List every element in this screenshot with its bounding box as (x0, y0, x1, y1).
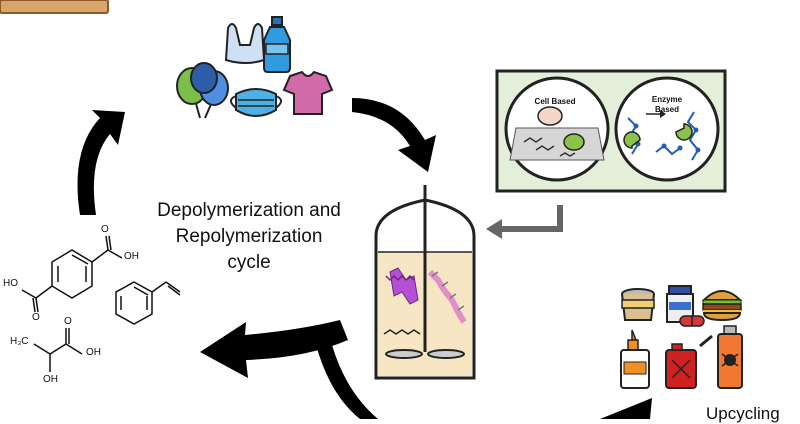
burger-icon (701, 290, 743, 322)
cycle-label-line3: cycle (227, 252, 271, 273)
arrow-to-monomers (200, 320, 348, 378)
lactic-acid-bonds (33, 343, 51, 355)
enzyme-based-circle (614, 76, 720, 182)
spray-can-icon (717, 325, 743, 389)
degradation-panel (495, 69, 727, 193)
arrow-partial-right (600, 398, 652, 419)
cell-based-label: Cell Based (534, 97, 576, 106)
fuel-can-icon (665, 334, 713, 389)
plastic-waste-icons (176, 16, 334, 119)
arrow-to-plastics (77, 110, 125, 215)
cycle-label-line1: Depolymerization and (157, 200, 341, 221)
plastic-bag-icon (224, 23, 266, 64)
terephthalic-oh-label: OH (124, 251, 139, 262)
terephthalic-o-bottom-label: O (32, 312, 40, 323)
enzyme-icon (623, 131, 641, 149)
plastic-bottle-icon (263, 16, 291, 73)
upcycling-label: Upcycling (706, 404, 780, 423)
enzyme-label-line1: Enzyme (651, 95, 683, 104)
terephthalic-ho-label: HO (3, 278, 18, 289)
enzyme-label-line2: Based (654, 105, 679, 114)
arrow-to-reactor (352, 98, 436, 172)
paint-bucket-icon (621, 288, 655, 321)
medicine-icon (666, 285, 705, 327)
upcycled-products (620, 285, 743, 389)
cycle-label-line2: Repolymerization (175, 226, 323, 247)
enzyme-based-label: Enzyme Based (637, 95, 697, 115)
cycle-label: Depolymerization and Repolymerization cy… (138, 198, 360, 276)
face-mask-icon (230, 88, 282, 117)
bioreactor-icon (374, 185, 476, 380)
glue-bottle-icon (620, 329, 650, 389)
cell-icon (537, 106, 563, 126)
cycle-arrows (77, 98, 652, 419)
lactic-o-label: O (64, 316, 72, 327)
bacteria-icon (563, 133, 585, 151)
monomer-structures (21, 235, 181, 372)
lactic-oh-right-label: OH (86, 347, 101, 358)
wood-bar (0, 0, 109, 14)
lactic-ch3-label: H₃C (10, 336, 29, 347)
t-shirt-icon (282, 70, 334, 115)
arrow-to-upcycling (316, 345, 378, 419)
connector-arrow (500, 205, 563, 232)
terephthalic-o-top-label: O (101, 224, 109, 235)
balloons-icon (176, 62, 229, 119)
lactic-oh-bottom-label: OH (43, 374, 58, 385)
